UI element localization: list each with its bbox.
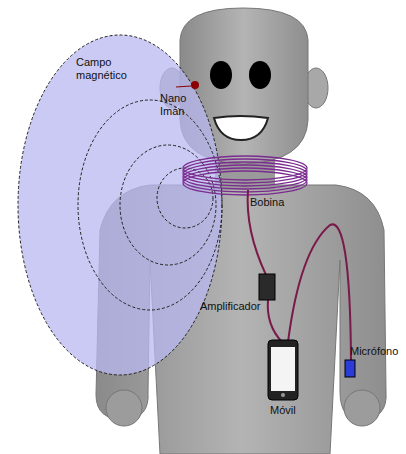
part-label: Campo magnético xyxy=(76,56,146,82)
part-label: Nano Imán xyxy=(160,92,200,118)
part-label: Micrófono xyxy=(350,345,398,358)
coil-winding xyxy=(183,171,307,195)
part-label: Móvil xyxy=(270,404,296,417)
part-label: Bobina xyxy=(250,196,284,209)
part-label: Amplificador xyxy=(200,300,261,313)
